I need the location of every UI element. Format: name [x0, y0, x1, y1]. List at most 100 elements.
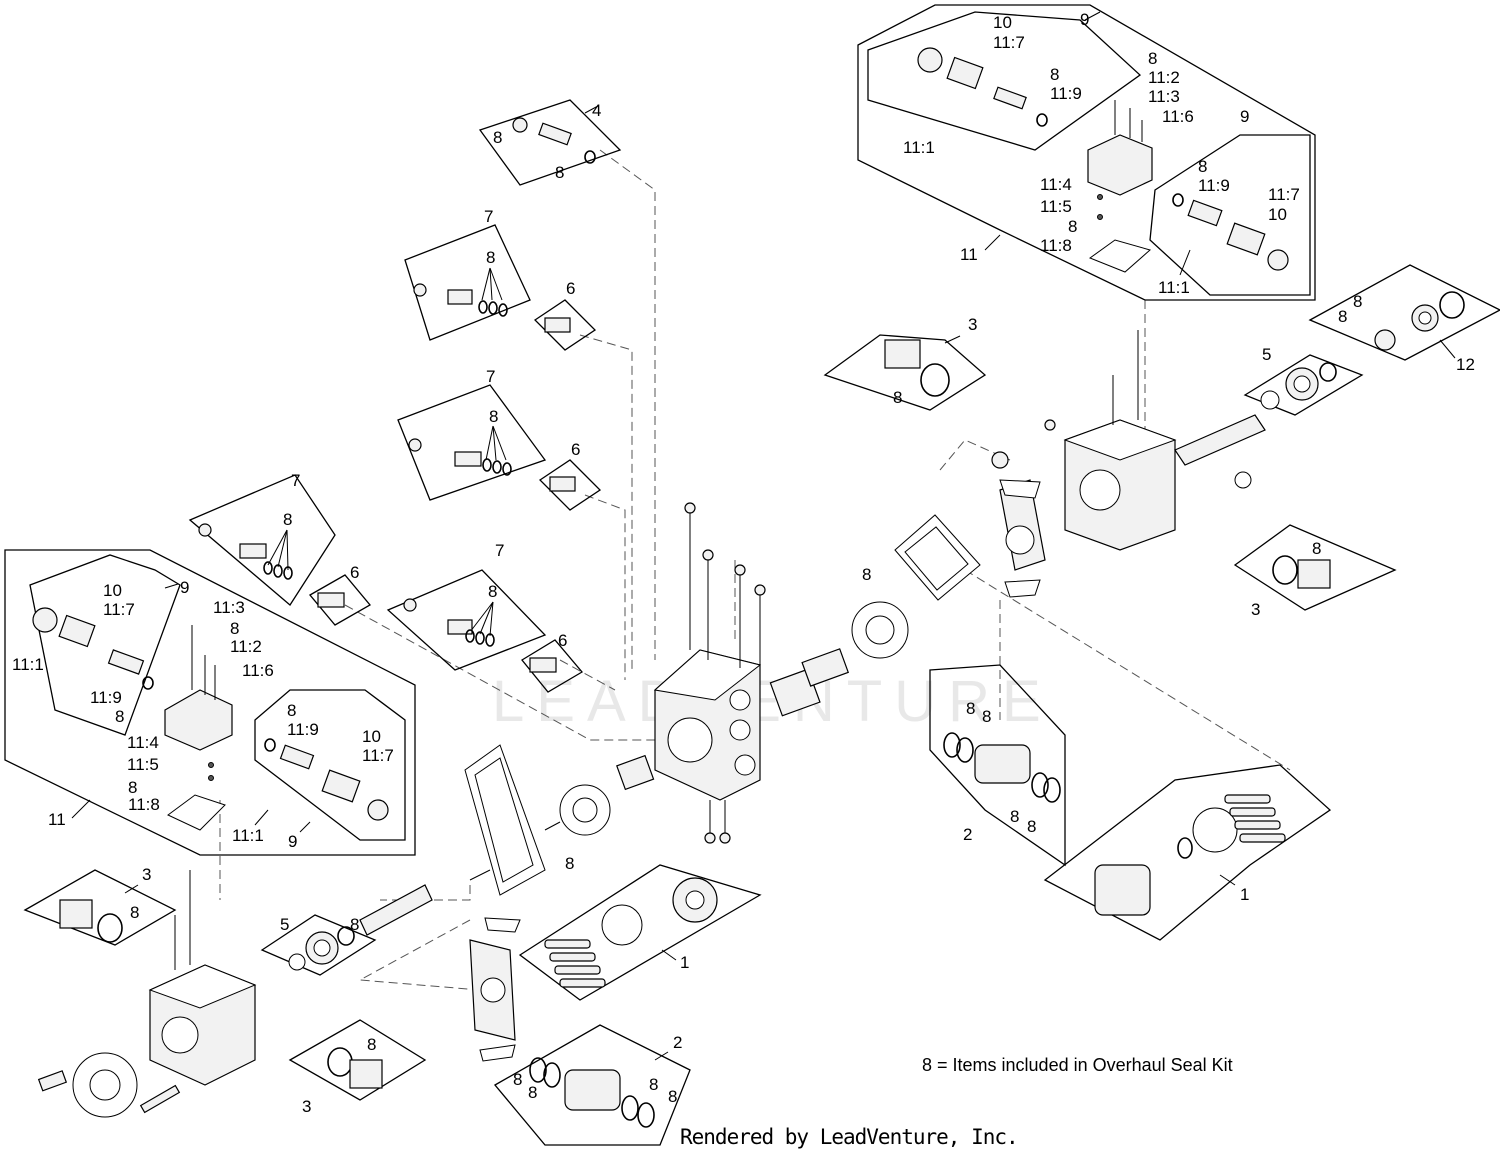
seal-kit-note: 8 = Items included in Overhaul Seal Kit — [922, 1055, 1233, 1075]
kit-3-box-left-bottom: 8 3 — [288, 1019, 427, 1116]
callout-9: 9 — [1240, 107, 1249, 126]
callout-8: 8 — [982, 707, 991, 726]
piston-set — [1224, 794, 1286, 843]
kit-12-box: 12 8 8 — [1308, 264, 1500, 374]
callout-11-7: 11:7 — [993, 33, 1025, 52]
callout-6: 6 — [571, 440, 580, 459]
kit-2-box-right: 8 8 8 8 2 — [929, 664, 1066, 867]
callout-8: 8 — [528, 1083, 537, 1102]
callout-4: 4 — [592, 101, 601, 120]
callout-6: 6 — [558, 631, 567, 650]
callout-8: 8 — [493, 128, 502, 147]
callout-8: 8 — [283, 510, 292, 529]
callout-11-4: 11:4 — [1040, 175, 1072, 194]
callout-8: 8 — [287, 701, 296, 720]
callout-9: 9 — [288, 832, 297, 851]
callout-10: 10 — [993, 13, 1012, 32]
callout-8: 8 — [367, 1035, 376, 1054]
kit-5-box-left: 5 8 — [260, 884, 433, 976]
callout-8: 8 — [1312, 539, 1321, 558]
kit-7-box-d: 7 8 — [386, 541, 547, 671]
left-control-kit: 9 10 11:7 11:1 11:9 8 11:3 8 11:2 11:6 8… — [4, 549, 416, 856]
callout-8: 8 — [513, 1070, 522, 1089]
center-pump-housing — [469, 502, 909, 881]
callout-11-6: 11:6 — [242, 661, 274, 680]
kit-6-box-b: 6 — [538, 440, 602, 511]
callout-7: 7 — [291, 471, 300, 490]
callout-11-1: 11:1 — [903, 138, 935, 157]
callout-11-5: 11:5 — [127, 755, 159, 774]
callout-8: 8 — [128, 778, 137, 797]
kit-7-box-b: 7 8 — [397, 367, 547, 501]
callout-1: 1 — [680, 953, 689, 972]
kit-3-box-left-top: 3 8 — [23, 865, 177, 946]
callout-7: 7 — [495, 541, 504, 560]
callout-8: 8 — [1050, 65, 1059, 84]
kit-2-box-left: 2 8 8 8 8 — [494, 1024, 691, 1146]
callout-12: 12 — [1456, 355, 1475, 374]
kit-3-box-right-bottom: 8 3 — [1233, 524, 1397, 619]
callout-11-1: 11:1 — [12, 655, 44, 674]
callout-11: 11 — [48, 810, 66, 829]
callout-11-1: 11:1 — [232, 826, 264, 845]
right-gasket: 8 — [862, 514, 981, 601]
callout-8: 8 — [555, 163, 564, 182]
callout-8: 8 — [649, 1075, 658, 1094]
callout-11-9: 11:9 — [90, 688, 122, 707]
callout-7: 7 — [484, 207, 493, 226]
kit-6-box-a: 6 — [533, 279, 597, 351]
callout-8: 8 — [230, 619, 239, 638]
callout-8: 8 — [668, 1087, 677, 1106]
callout-11-9: 11:9 — [287, 720, 319, 739]
kit-6-box-c: 6 — [309, 563, 371, 626]
callout-8: 8 — [565, 854, 574, 873]
footer-credit: Rendered by LeadVenture, Inc. — [680, 1125, 1019, 1149]
callout-11-7: 11:7 — [362, 746, 394, 765]
callout-11-2: 11:2 — [1148, 68, 1180, 87]
callout-8: 8 — [130, 903, 139, 922]
callout-10: 10 — [362, 727, 381, 746]
callout-11-8: 11:8 — [128, 795, 160, 814]
callout-11-4: 11:4 — [127, 733, 159, 752]
kit-1-box-left: 1 — [518, 864, 762, 1001]
kit-3-box-right-top: 3 8 — [823, 315, 987, 411]
callout-11-7: 11:7 — [1268, 185, 1300, 204]
piston-set-left — [544, 939, 606, 988]
callout-8: 8 — [1353, 292, 1362, 311]
callout-2: 2 — [673, 1033, 682, 1052]
callout-11-5: 11:5 — [1040, 197, 1072, 216]
callout-8: 8 — [1338, 307, 1347, 326]
callout-8: 8 — [350, 915, 359, 934]
callout-3: 3 — [142, 865, 151, 884]
callout-11-2: 11:2 — [230, 637, 262, 656]
callout-9: 9 — [1080, 10, 1089, 29]
kit-4-box: 4 8 8 — [478, 99, 622, 186]
callout-11-6: 11:6 — [1162, 107, 1194, 126]
kit-5-box-right: 5 — [1243, 345, 1364, 416]
callout-8: 8 — [966, 699, 975, 718]
callout-6: 6 — [566, 279, 575, 298]
callout-8: 8 — [1010, 807, 1019, 826]
callout-11-8: 11:8 — [1040, 236, 1072, 255]
alignment-lines — [219, 149, 1291, 991]
callout-9: 9 — [180, 578, 189, 597]
callout-2: 2 — [963, 825, 972, 844]
kit-7-box-c: 7 8 — [188, 471, 336, 606]
callout-10: 10 — [103, 581, 122, 600]
callout-3: 3 — [302, 1097, 311, 1116]
callout-6: 6 — [350, 563, 359, 582]
left-gasket: 8 — [464, 744, 574, 896]
watermark-text: LEADVENTURE — [492, 669, 1053, 734]
right-control-kit: 9 10 11:7 8 11:9 8 11:2 11:3 11:6 11:1 9… — [857, 4, 1316, 301]
callout-11-7: 11:7 — [103, 600, 135, 619]
callout-11-3: 11:3 — [213, 598, 245, 617]
callout-8: 8 — [1068, 217, 1077, 236]
kit-6-box-d: 6 — [521, 631, 583, 693]
callout-7: 7 — [486, 367, 495, 386]
callout-5: 5 — [280, 915, 289, 934]
right-pump-housing — [991, 330, 1266, 598]
callout-3: 3 — [1251, 600, 1260, 619]
callout-8: 8 — [1198, 157, 1207, 176]
callout-8: 8 — [893, 388, 902, 407]
